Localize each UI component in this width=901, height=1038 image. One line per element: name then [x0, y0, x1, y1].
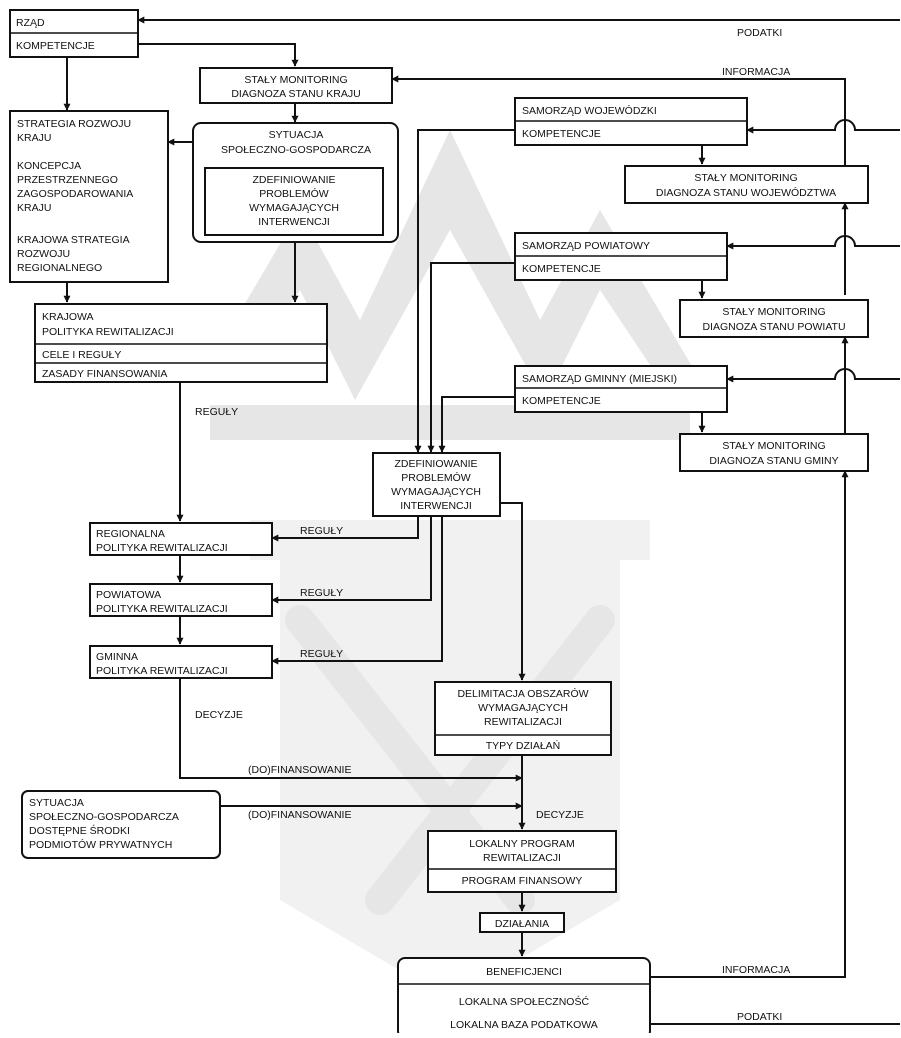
rzad-competences: KOMPETENCJE [16, 40, 95, 52]
zdefiniowanie-inner-line: ZDEFINIOWANIE [252, 174, 335, 186]
box-rzad: RZĄD KOMPETENCJE [9, 9, 139, 58]
monitoring-woj-line2: DIAGNOZA STANU WOJEWÓDZTWA [656, 186, 836, 199]
delimitacja-typy: TYPY DZIAŁAŃ [486, 739, 561, 752]
box-monitoring-pow: STAŁY MONITORING DIAGNOZA STANU POWIATU [679, 299, 869, 338]
zdefiniowanie-line: PROBLEMÓW [401, 471, 471, 484]
box-beneficjenci: BENEFICJENCI LOKALNA SPOŁECZNOŚĆ LOKALNA… [397, 957, 651, 1038]
label-informacja-top: INFORMACJA [722, 66, 790, 78]
monitoring-kraj-line2: DIAGNOZA STANU KRAJU [231, 88, 360, 100]
krajowa-line1: KRAJOWA [42, 311, 94, 323]
zdefiniowanie-inner-line: INTERWENCJI [258, 216, 330, 228]
box-samorzad-powiatowy: SAMORZĄD POWIATOWY KOMPETENCJE [514, 232, 728, 281]
strategia-line: PRZESTRZENNEGO [17, 174, 118, 186]
powiatowa-line1: POWIATOWA [96, 589, 161, 601]
box-dzialania: DZIAŁANIA [479, 912, 565, 933]
label-decyzje-program: DECYZJE [536, 809, 584, 821]
label-reguly-gminna: REGUŁY [300, 648, 343, 660]
zdefiniowanie-line: WYMAGAJĄCYCH [391, 486, 481, 498]
label-informacja-bottom: INFORMACJA [722, 964, 790, 976]
box-regionalna: REGIONALNA POLITYKA REWITALIZACJI [89, 522, 273, 556]
sytuacja-prywatne-line: DOSTĘPNE ŚRODKI [29, 824, 130, 837]
box-samorzad-gminny: SAMORZĄD GMINNY (MIEJSKI) KOMPETENCJE [514, 365, 728, 413]
label-podatki-bottom: PODATKI [737, 1011, 782, 1023]
label-decyzje-gminna: DECYZJE [195, 709, 243, 721]
sytuacja-prywatne-line: SPOŁECZNO-GOSPODARCZA [29, 811, 179, 823]
zdefiniowanie-line: INTERWENCJI [400, 500, 472, 512]
monitoring-pow-line1: STAŁY MONITORING [722, 306, 825, 318]
delimitacja-line: WYMAGAJĄCYCH [478, 702, 568, 714]
lokalna-spolecznosc: LOKALNA SPOŁECZNOŚĆ [459, 995, 590, 1008]
box-delimitacja: DELIMITACJA OBSZARÓW WYMAGAJĄCYCH REWITA… [434, 681, 612, 756]
box-monitoring-gmin: STAŁY MONITORING DIAGNOZA STANU GMINY [679, 433, 869, 472]
box-krajowa-polityka: KRAJOWA POLITYKA REWITALIZACJI CELE I RE… [34, 303, 328, 383]
monitoring-gmin-line2: DIAGNOZA STANU GMINY [709, 455, 838, 467]
monitoring-woj-line1: STAŁY MONITORING [694, 172, 797, 184]
monitoring-pow-line2: DIAGNOZA STANU POWIATU [702, 321, 845, 333]
label-dofinansowanie-prywatne: (DO)FINANSOWANIE [248, 809, 351, 821]
box-monitoring-woj: STAŁY MONITORING DIAGNOZA STANU WOJEWÓDZ… [624, 165, 869, 204]
strategia-line: KONCEPCJA [17, 160, 81, 172]
samorzad-gmin-competences: KOMPETENCJE [522, 395, 601, 407]
samorzad-gmin-title: SAMORZĄD GMINNY (MIEJSKI) [522, 373, 677, 385]
krajowa-cele: CELE I REGUŁY [42, 349, 121, 361]
connectors [63, 16, 900, 1025]
edge-labels: PODATKI INFORMACJA REGUŁY REGUŁY REGUŁY … [195, 27, 790, 1023]
sytuacja-line2: SPOŁECZNO-GOSPODARCZA [221, 144, 371, 156]
box-sytuacja-prywatne: SYTUACJA SPOŁECZNO-GOSPODARCZA DOSTĘPNE … [21, 790, 221, 859]
zdefiniowanie-inner-line: PROBLEMÓW [259, 187, 329, 200]
box-samorzad-wojewodzki: SAMORZĄD WOJEWÓDZKI KOMPETENCJE [514, 97, 748, 146]
strategia-line: STRATEGIA ROZWOJU [17, 118, 131, 130]
box-gminna: GMINNA POLITYKA REWITALIZACJI [89, 645, 273, 679]
label-dofinansowanie-publiczne: (DO)FINANSOWANIE [248, 764, 351, 776]
label-reguly-krajowa: REGUŁY [195, 406, 238, 418]
regionalna-line2: POLITYKA REWITALIZACJI [96, 542, 228, 554]
samorzad-pow-competences: KOMPETENCJE [522, 263, 601, 275]
strategia-line: KRAJU [17, 202, 51, 214]
box-sytuacja: SYTUACJA SPOŁECZNO-GOSPODARCZA ZDEFINIOW… [192, 122, 399, 243]
strategia-line: KRAJOWA STRATEGIA [17, 234, 130, 246]
strategia-line: ZAGOSPODAROWANIA [17, 188, 133, 200]
sytuacja-line1: SYTUACJA [269, 129, 324, 141]
strategia-line: ROZWOJU [17, 248, 70, 260]
box-strategia: STRATEGIA ROZWOJU KRAJU KONCEPCJA PRZEST… [9, 110, 169, 283]
box-powiatowa: POWIATOWA POLITYKA REWITALIZACJI [89, 583, 273, 617]
delimitacja-line: REWITALIZACJI [484, 716, 562, 728]
rzad-title: RZĄD [16, 17, 45, 29]
gminna-line2: POLITYKA REWITALIZACJI [96, 665, 228, 677]
label-reguly-regionalna: REGUŁY [300, 525, 343, 537]
box-lokalny-program: LOKALNY PROGRAM REWITALIZACJI PROGRAM FI… [427, 830, 617, 893]
program-finansowy: PROGRAM FINANSOWY [462, 875, 583, 887]
zdefiniowanie-line: ZDEFINIOWANIE [394, 458, 477, 470]
sytuacja-prywatne-line: SYTUACJA [29, 797, 84, 809]
gminna-line1: GMINNA [96, 651, 138, 663]
beneficjenci-title: BENEFICJENCI [486, 966, 562, 978]
lokalna-baza-podatkowa: LOKALNA BAZA PODATKOWA [450, 1019, 598, 1031]
monitoring-gmin-line1: STAŁY MONITORING [722, 440, 825, 452]
strategia-line: KRAJU [17, 132, 51, 144]
krajowa-line2: POLITYKA REWITALIZACJI [42, 326, 174, 338]
strategia-line: REGIONALNEGO [17, 262, 102, 274]
monitoring-kraj-line1: STAŁY MONITORING [244, 74, 347, 86]
label-reguly-powiatowa: REGUŁY [300, 587, 343, 599]
krajowa-zasady: ZASADY FINANSOWANIA [42, 368, 167, 380]
box-zdefiniowanie-problemow: ZDEFINIOWANIE PROBLEMÓW WYMAGAJĄCYCH INT… [372, 452, 501, 517]
samorzad-woj-title: SAMORZĄD WOJEWÓDZKI [522, 104, 657, 117]
zdefiniowanie-inner-line: WYMAGAJĄCYCH [249, 202, 339, 214]
regionalna-line1: REGIONALNA [96, 528, 165, 540]
label-podatki-top: PODATKI [737, 27, 782, 39]
delimitacja-line: DELIMITACJA OBSZARÓW [457, 687, 588, 700]
powiatowa-line2: POLITYKA REWITALIZACJI [96, 603, 228, 615]
lokalny-program-line2: REWITALIZACJI [483, 852, 561, 864]
samorzad-woj-competences: KOMPETENCJE [522, 128, 601, 140]
samorzad-pow-title: SAMORZĄD POWIATOWY [522, 240, 650, 252]
lokalny-program-line1: LOKALNY PROGRAM [469, 838, 574, 850]
dzialania-label: DZIAŁANIA [495, 918, 549, 930]
sytuacja-prywatne-line: PODMIOTÓW PRYWATNYCH [29, 838, 172, 851]
box-monitoring-kraj: STAŁY MONITORING DIAGNOZA STANU KRAJU [199, 67, 393, 104]
